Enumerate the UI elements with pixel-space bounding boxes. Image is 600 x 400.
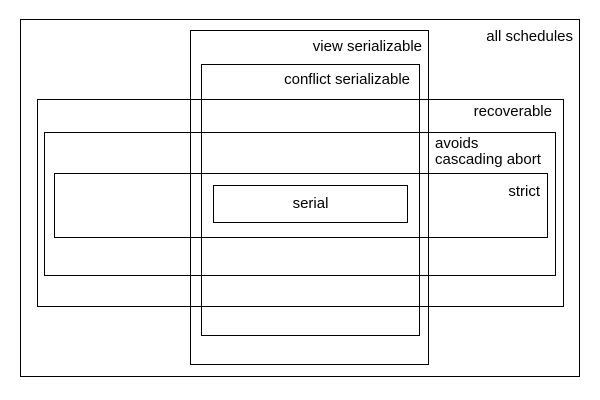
region-view-serializable-label: view serializable (312, 38, 422, 55)
region-conflict-serializable-label: conflict serializable (284, 71, 410, 88)
region-serial-outline (213, 185, 408, 223)
region-recoverable-outline (37, 99, 564, 307)
region-all-schedules-label: all schedules (486, 28, 573, 45)
region-view-serializable-outline (190, 30, 429, 365)
avoids-cascading-abort-label-line2: cascading abort (435, 151, 541, 168)
avoids-cascading-abort-label-line1: avoids (435, 135, 479, 152)
region-strict-label: strict (508, 183, 540, 200)
region-strict-outline (54, 173, 548, 238)
region-serial-label: serial (292, 195, 329, 212)
region-avoids-cascading-abort-outline (44, 132, 556, 276)
region-all-schedules-outline (20, 19, 580, 377)
region-conflict-serializable-outline (201, 64, 420, 336)
region-recoverable-label: recoverable (473, 103, 552, 120)
region-avoids-cascading-abort-label: avoids cascading abort (435, 136, 541, 168)
